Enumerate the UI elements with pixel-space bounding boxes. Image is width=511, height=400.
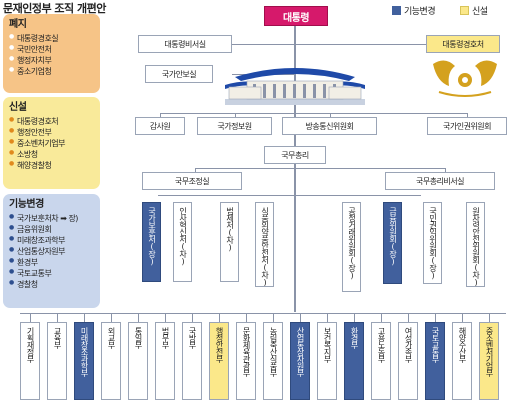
legend-new-swatch <box>460 6 469 15</box>
ministry-box: 문화체육관광부 <box>236 322 256 400</box>
legend-new: 신설 <box>460 4 488 17</box>
agency-box: 공정거래위원회(장) <box>342 202 361 292</box>
legend-changed-swatch <box>392 6 401 15</box>
abolished-item: 중소기업청 <box>9 66 94 77</box>
changed-item: 국가보훈처차 ➡ 장) <box>9 213 94 224</box>
national-security-box: 국가안보실 <box>145 65 213 83</box>
page-title: 문재인정부 조직 개편안 <box>3 2 106 15</box>
ministry-box: 농림축산식품부 <box>263 322 283 400</box>
changed-item: 금융위원회 <box>9 224 94 235</box>
abolished-item: 대통령경호실 <box>9 33 94 44</box>
legend-changed-label: 기능변경 <box>404 7 436 17</box>
nis-box: 국가정보원 <box>197 117 272 135</box>
changed-item: 경찰청 <box>9 279 94 290</box>
phoenix-emblem <box>425 56 505 102</box>
ministry-box: 기획재정부 <box>20 322 40 400</box>
kcc-box: 방송통신위원회 <box>282 117 377 135</box>
ministry-box: 통일부 <box>128 322 148 400</box>
ministry-box: 여성가족부 <box>398 322 418 400</box>
legend-new-label: 신설 <box>472 7 488 17</box>
abolished-title: 폐지 <box>9 19 27 30</box>
abolished-item: 국민안전처 <box>9 44 94 55</box>
new-panel: 신설 대통령경호처 행정안전부 중소벤처기업부 소방청 해양경찰청 <box>3 97 100 189</box>
new-item: 해양경찰청 <box>9 160 94 171</box>
agency-box: 금융위원회(장) <box>383 202 402 284</box>
changed-panel: 기능변경 국가보훈처차 ➡ 장) 금융위원회 미래창조과학부 산업통상자원부 환… <box>3 194 100 308</box>
ministry-box: 국방부 <box>182 322 202 400</box>
ministries-row: 기획재정부 교육부 미래창조과학부 외교부 통일부 법무부 국방부 행정안전부 문화체육관광부 농… <box>20 313 510 400</box>
ministry-box: 교육부 <box>47 322 67 400</box>
president-box: 대통령 <box>264 6 328 26</box>
coordination-office-box: 국무조정실 <box>142 172 242 190</box>
prime-minister-box: 국무총리 <box>264 146 326 164</box>
agency-box: 식품의약품안전처(차) <box>255 202 274 287</box>
nhrc-box: 국가인권위원회 <box>427 117 507 135</box>
ministry-box: 고용노동부 <box>371 322 391 400</box>
bluehouse-illustration <box>225 55 365 105</box>
changed-title: 기능변경 <box>9 199 44 210</box>
new-item: 행정안전부 <box>9 127 94 138</box>
abolished-item: 행정자치부 <box>9 55 94 66</box>
changed-item: 미래창조과학부 <box>9 235 94 246</box>
changed-item: 산업통상자원부 <box>9 246 94 257</box>
ministry-box: 국토교통부 <box>425 322 445 400</box>
changed-item: 국토교통부 <box>9 268 94 279</box>
audit-box: 감사원 <box>135 117 185 135</box>
new-item: 대통령경호처 <box>9 116 94 127</box>
new-title: 신설 <box>9 102 27 113</box>
agency-box: 법제처(차) <box>220 202 239 282</box>
abolished-panel: 폐지 대통령경호실 국민안전처 행정자치부 중소기업청 <box>3 14 100 93</box>
security-service-box: 대통령경호처 <box>426 35 500 53</box>
ministry-box: 보건복지부 <box>317 322 337 400</box>
new-item: 소방청 <box>9 149 94 160</box>
ministry-box: 행정안전부 <box>209 322 229 400</box>
ministry-box: 미래창조과학부 <box>74 322 94 400</box>
ministry-box: 법무부 <box>155 322 175 400</box>
chief-of-staff-box: 대통령비서실 <box>138 35 232 53</box>
new-item: 중소벤처기업부 <box>9 138 94 149</box>
ministry-box: 산업통상자원부 <box>290 322 310 400</box>
ministry-box: 외교부 <box>101 322 121 400</box>
ministry-box: 중소벤처기업부 <box>479 322 499 400</box>
agency-box: 국가보훈처(장) <box>142 202 161 282</box>
changed-item: 환경부 <box>9 257 94 268</box>
legend-changed: 기능변경 <box>392 4 436 17</box>
agency-box: 국민권익위원회(장) <box>423 202 442 284</box>
ministry-box: 해양수산부 <box>452 322 472 400</box>
agency-box: 원자력안전위원회(차) <box>466 202 485 287</box>
ministry-box: 환경부 <box>344 322 364 400</box>
pm-secretariat-box: 국무총리비서실 <box>385 172 495 190</box>
agency-box: 인사혁신처(차) <box>173 202 192 282</box>
